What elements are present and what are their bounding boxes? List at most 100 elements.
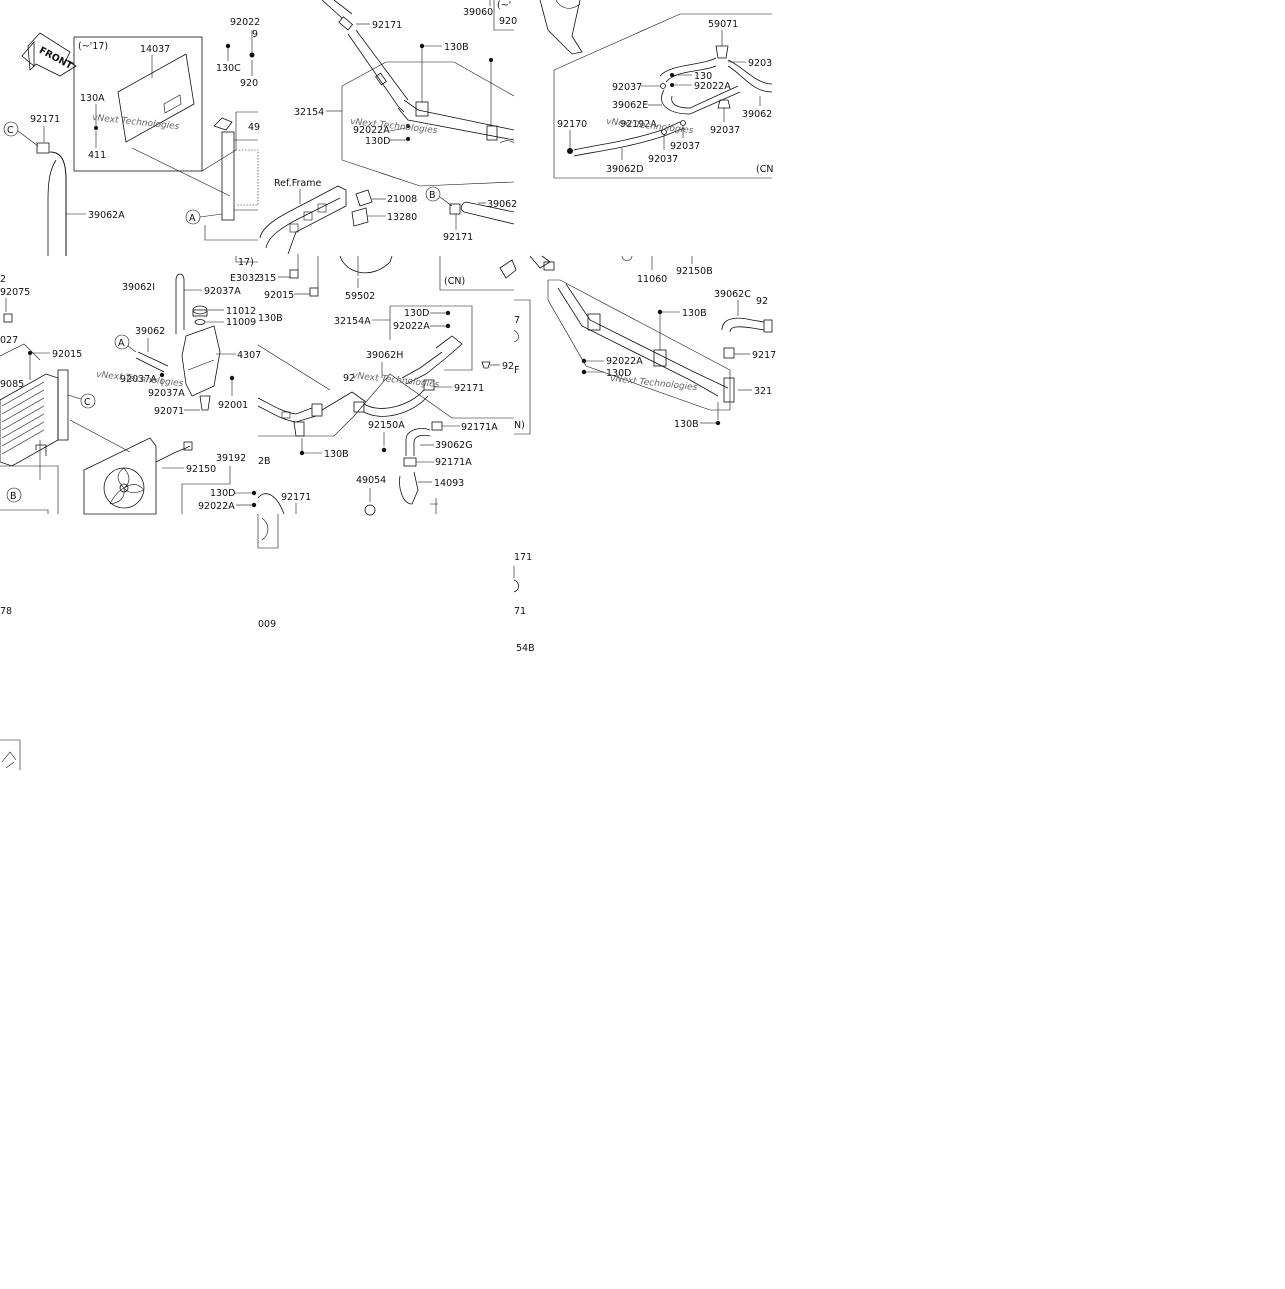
label-411: 411 xyxy=(88,150,106,161)
tile-cn-hoses: 59071 9203 39062 130 92022A 92037 39062E… xyxy=(539,0,773,179)
label-78: 78 xyxy=(0,606,12,617)
label-32154A: 32154A xyxy=(334,316,371,327)
label-92171-t5: 92171 xyxy=(454,383,484,394)
label-92150-t4: 92150 xyxy=(186,464,216,475)
label-2-t4: 2 xyxy=(0,274,6,285)
label-17-close: 17) xyxy=(238,257,254,268)
label-4307: 4307 xyxy=(237,350,261,361)
label-7-t5: 7 xyxy=(514,315,520,326)
label-92171-t4: 92171 xyxy=(281,492,311,503)
label-14037: 14037 xyxy=(140,44,170,55)
thermostat-housing-part xyxy=(399,471,419,505)
label-39062-t3: 39062 xyxy=(742,109,772,120)
label-59071: 59071 xyxy=(708,19,738,30)
label-130B-b-t6: 130B xyxy=(674,419,699,430)
label-54B: 54B xyxy=(516,643,535,654)
tile-lower-pipe: 11060 92150B 130B 92022A 130D 39062C 92 … xyxy=(513,255,776,654)
callout-a-t4 xyxy=(114,334,130,350)
label-32154: 32154 xyxy=(294,107,324,118)
label-9203: 9203 xyxy=(748,58,772,69)
label-027: 027 xyxy=(0,335,18,346)
label-130D-t6: 130D xyxy=(606,368,631,379)
label-39062E: 39062E xyxy=(612,100,648,111)
label-92150B: 92150B xyxy=(676,266,713,277)
radiator-screen-part xyxy=(117,53,195,143)
label-92171A-b: 92171A xyxy=(435,457,472,468)
label-13280: 13280 xyxy=(387,212,417,223)
tile-reservoir-fan: 2 92075 027 9085 92015 C B 39062I 92037A… xyxy=(0,273,331,770)
label-92037A-t4: 92037A xyxy=(204,286,241,297)
label-315: 315 xyxy=(258,273,276,284)
label-92022A-t5: 92022A xyxy=(393,321,430,332)
label-39062A: 39062A xyxy=(88,210,125,221)
label-92037A-c: 92037A xyxy=(148,388,185,399)
label-39062C: 39062C xyxy=(714,289,751,300)
label-39062G: 39062G xyxy=(435,440,473,451)
label-92171-t1: 92171 xyxy=(30,114,60,125)
label-cn-t3: (CN xyxy=(756,164,773,175)
label-130C: 130C xyxy=(216,63,241,74)
tile-thermostat: 130B 2B 32154A 130D 92022A 92 39062H 92 … xyxy=(257,259,531,516)
label-130-t3: 130 xyxy=(694,71,712,82)
tile-radiator-cover: FRONT (~'17) 14037 130A 411 92022 9 130C… xyxy=(3,17,260,256)
label-92171-t2: 92171 xyxy=(372,20,402,31)
fan-shroud-part xyxy=(83,437,157,515)
label-92022A-t3: 92022A xyxy=(694,81,731,92)
label-130D-t4: 130D xyxy=(210,488,235,499)
label-cn-t2: (CN) xyxy=(444,276,465,287)
clamp-part xyxy=(36,142,50,154)
label-39062-t4: 39062 xyxy=(135,326,165,337)
label-92037-b: 92037 xyxy=(670,141,700,152)
callout-c-t4-label: C xyxy=(84,397,91,408)
label-71: 71 xyxy=(514,606,526,617)
coolant-reservoir-part xyxy=(181,325,221,397)
label-11060: 11060 xyxy=(637,274,667,285)
label-92015-t4: 92015 xyxy=(52,349,82,360)
label-130D-t5: 130D xyxy=(404,308,429,319)
label-92170: 92170 xyxy=(557,119,587,130)
front-label: FRONT xyxy=(37,45,75,72)
callout-c-top-label: C xyxy=(7,125,14,136)
label-F-t5: F xyxy=(514,365,519,376)
label-92022A-t4: 92022A xyxy=(198,501,235,512)
label-92-t6: 92 xyxy=(756,296,768,307)
label-92037-t3: 92037 xyxy=(612,82,642,93)
watermark-1: vNext Technologies xyxy=(92,113,180,132)
label-92171A: 92171A xyxy=(461,422,498,433)
label-9217: 9217 xyxy=(752,350,776,361)
variant-box-pre17 xyxy=(73,36,203,172)
label-39192: 39192 xyxy=(216,453,246,464)
label-92075: 92075 xyxy=(0,287,30,298)
label-130B-t5: 130B xyxy=(324,449,349,460)
label-920-t2: 920 xyxy=(499,16,517,27)
tile-coolant-pipe: 92171 39060 (~' 920 130B 32154 92022A 13… xyxy=(230,0,517,302)
label-92192A: 92192A xyxy=(620,119,657,130)
callout-b-t4-label: B xyxy=(10,491,17,502)
label-92071: 92071 xyxy=(154,406,184,417)
label-9085: 9085 xyxy=(0,379,24,390)
label-171: 171 xyxy=(514,552,532,563)
radiator-side-tank xyxy=(221,131,235,221)
label-59502: 59502 xyxy=(345,291,375,302)
label-14093: 14093 xyxy=(434,478,464,489)
front-arrow-icon: FRONT xyxy=(21,32,77,77)
label-39062D: 39062D xyxy=(606,164,644,175)
label-321: 321 xyxy=(754,386,772,397)
label-92015-t2: 92015 xyxy=(264,290,294,301)
label-130B-t6: 130B xyxy=(682,308,707,319)
label-2B: 2B xyxy=(258,456,271,467)
label-92022-t1: 92022 xyxy=(230,17,260,28)
label-N-t5: N) xyxy=(514,420,525,431)
label-11012: 11012 xyxy=(226,306,256,317)
label-92-q: 92 xyxy=(343,373,355,384)
label-92150A: 92150A xyxy=(368,420,405,431)
callout-c-top xyxy=(3,121,19,137)
label-e3032: E3032 xyxy=(230,273,260,284)
label-130D-t2: 130D xyxy=(365,136,390,147)
watermark-5: vNext Technologies xyxy=(352,371,440,390)
label-39062I: 39062I xyxy=(122,282,155,293)
label-130A: 130A xyxy=(80,93,105,104)
label-49: 49 xyxy=(248,122,260,133)
